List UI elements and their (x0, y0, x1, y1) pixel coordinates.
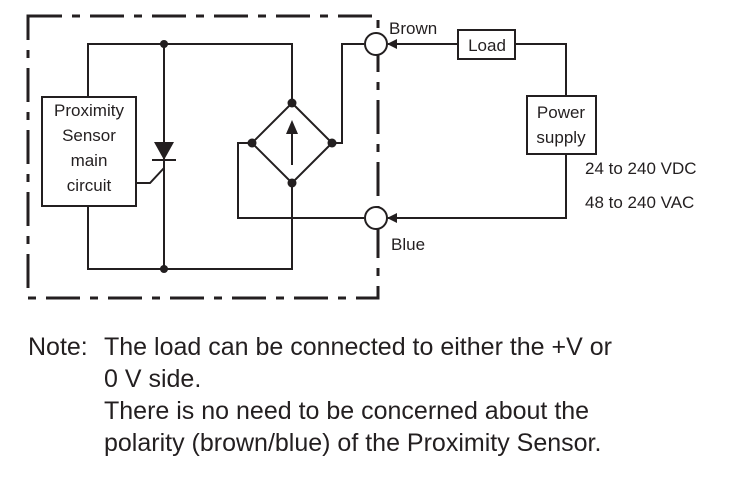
thyristor-symbol (152, 142, 176, 161)
brown-terminal (364, 32, 388, 56)
blue-terminal (364, 206, 388, 230)
power-supply-box (526, 95, 597, 155)
load-box (457, 29, 516, 60)
sensor-circuit-label-2: Sensor (62, 126, 116, 145)
wiring-diagram: Proximity Sensor main circuit Load Power… (26, 14, 697, 300)
note-prefix: Note: (28, 333, 88, 361)
sensor-circuit-label-3: main (71, 151, 108, 170)
bridge-arrow-icon (286, 120, 298, 165)
sensor-circuit-label-1: Proximity (54, 101, 124, 120)
sensor-main-circuit-box (41, 96, 137, 207)
sensor-circuit-label-4: circuit (67, 176, 112, 195)
note-line-1: The load can be connected to either the … (104, 333, 612, 361)
power-supply-label-2: supply (536, 128, 586, 147)
note-line-3: There is no need to be concerned about t… (104, 397, 590, 425)
dc-rating-label: 24 to 240 VDC (585, 159, 697, 178)
ac-rating-label: 48 to 240 VAC (585, 193, 694, 212)
brown-arrow-icon (387, 39, 397, 49)
brown-label: Brown (389, 19, 437, 38)
external-wiring (388, 43, 567, 219)
power-supply-label-1: Power (537, 103, 586, 122)
sensor-housing-outline (26, 14, 380, 300)
note-block: Note: The load can be connected to eithe… (28, 331, 612, 459)
junction-dots (160, 40, 337, 273)
load-label: Load (468, 36, 506, 55)
blue-arrow-icon (387, 213, 397, 223)
note-line-2: 0 V side. (104, 365, 202, 393)
note-line-4: polarity (brown/blue) of the Proximity S… (104, 429, 602, 457)
blue-label: Blue (391, 235, 425, 254)
